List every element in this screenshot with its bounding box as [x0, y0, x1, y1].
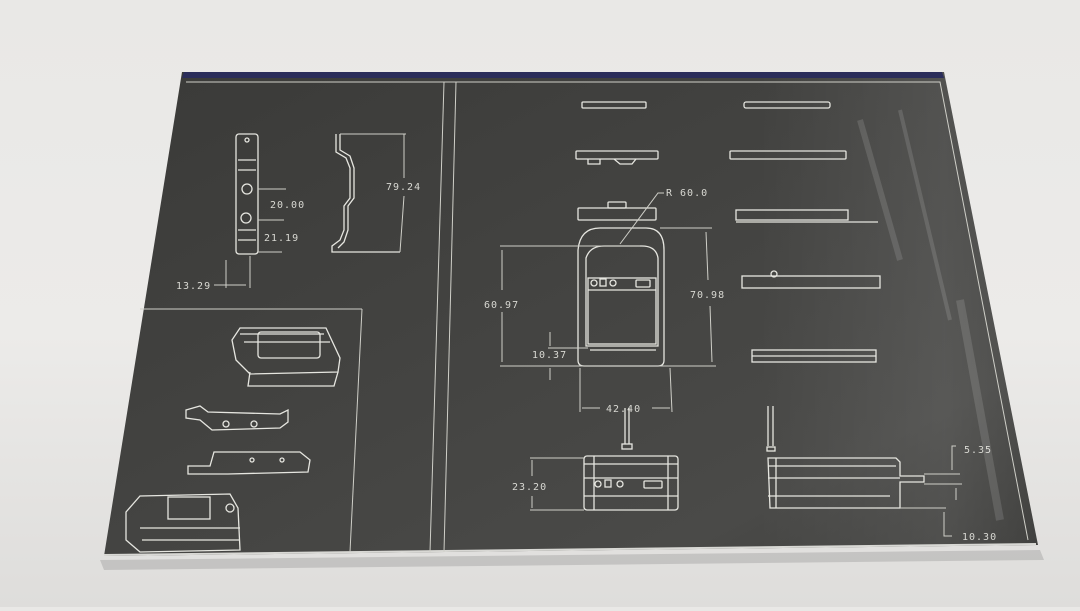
dim-inner-height: 60.97	[484, 300, 519, 311]
dim-bracket-height: 79.24	[386, 182, 421, 193]
box-lid	[103, 72, 1038, 556]
dim-bottom-height: 23.20	[512, 482, 547, 493]
dim-bracket-width: 13.29	[176, 281, 211, 292]
side-view-drawing: 5.35 10.30	[766, 406, 997, 543]
isometric-parts	[125, 327, 341, 553]
bracket-drawing: 20.00 21.19 13.29	[176, 133, 305, 292]
profile-drawing: 79.24	[331, 133, 421, 253]
dim-bottom-offset: 21.19	[264, 233, 299, 244]
dim-width: 42.40	[606, 404, 641, 415]
dim-base-height: 10.30	[962, 532, 997, 543]
glare	[857, 109, 1004, 521]
small-parts-top	[575, 101, 881, 363]
dim-radius: R 60.0	[666, 188, 708, 199]
bottom-view-drawing: 23.20	[512, 408, 679, 511]
frame-lines	[140, 81, 1029, 553]
dim-total-height: 70.98	[690, 290, 725, 301]
dim-hole-spacing: 20.00	[270, 200, 305, 211]
dim-bottom-margin: 10.37	[532, 350, 567, 361]
front-view-drawing: R 60.0 60.97 70.98 10.37 42.40	[484, 188, 725, 415]
dim-step-height: 5.35	[964, 445, 992, 456]
